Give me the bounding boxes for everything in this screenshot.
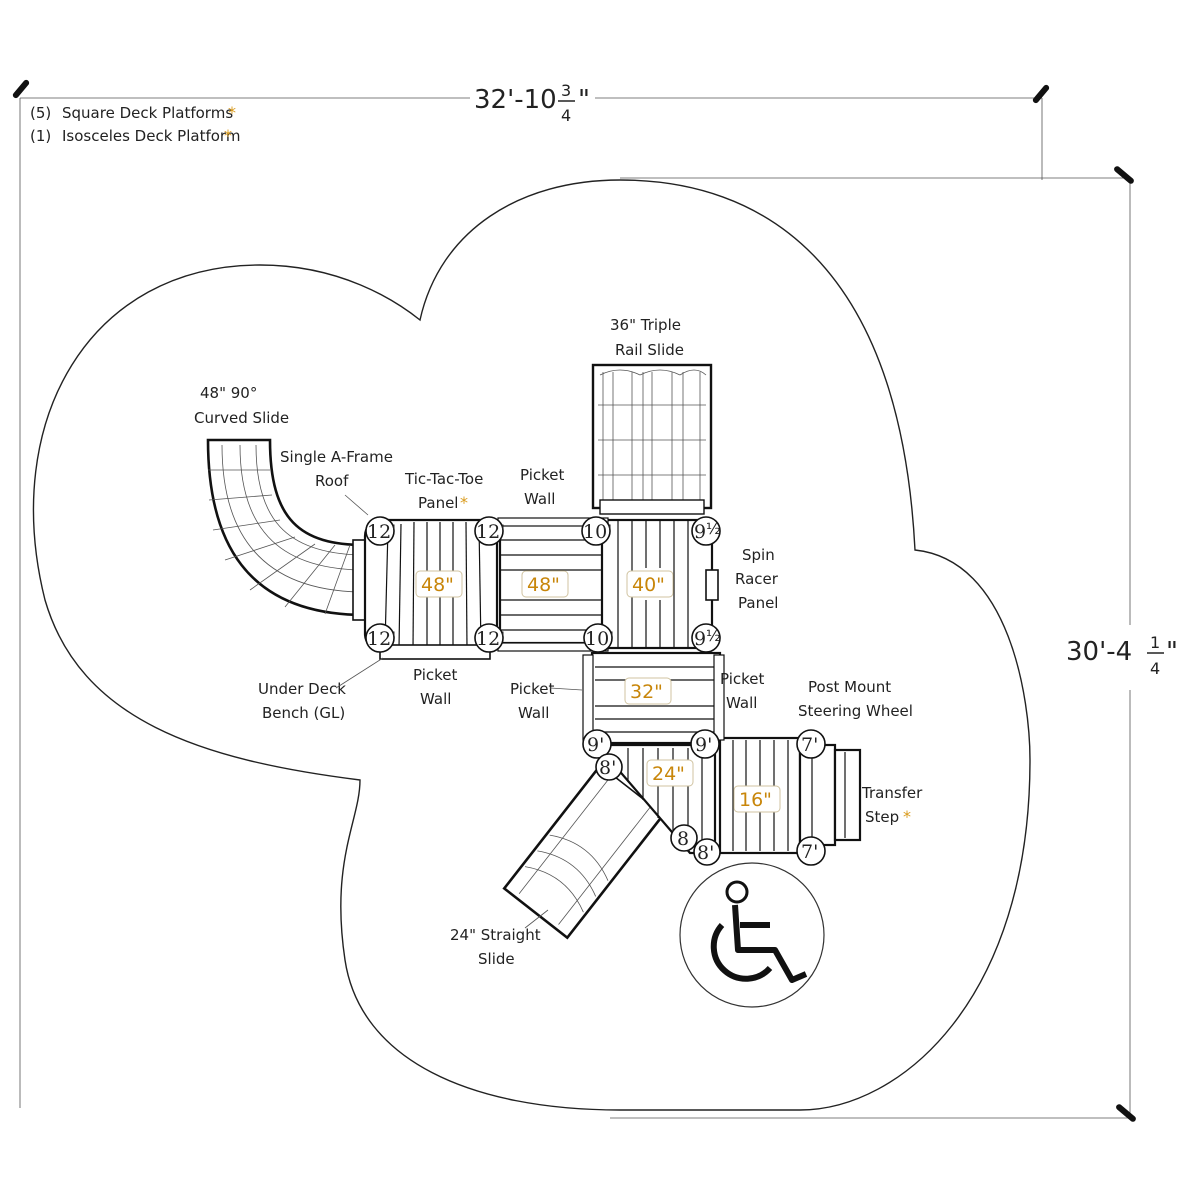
svg-text:Racer: Racer <box>735 570 779 588</box>
posts: 12' 12' 12' 12' 10' 10' 9 ½ 9 ½ 9' 9' 8'… <box>365 516 826 866</box>
width-dim-unit: " <box>578 85 590 115</box>
svg-text:Wall: Wall <box>726 694 757 712</box>
deck-height-1: 48" <box>421 574 454 596</box>
svg-text:Steering Wheel: Steering Wheel <box>798 702 913 720</box>
label-spin-racer: Spin Racer Panel <box>735 546 779 612</box>
post-9half-a-frac: ½ <box>706 520 721 538</box>
post-9half-b: 9 <box>694 628 706 650</box>
svg-text:Single A-Frame: Single A-Frame <box>280 448 393 466</box>
post-10-b: 10' <box>585 628 614 650</box>
svg-text:Panel: Panel <box>418 494 458 512</box>
label-curved-slide: 48" 90° Curved Slide <box>194 384 289 427</box>
deck-height-3: 40" <box>632 574 665 596</box>
post-9half-b-frac: ½ <box>706 627 721 645</box>
post-10-a: 10' <box>583 521 612 543</box>
svg-text:Transfer: Transfer <box>861 784 923 802</box>
tictactoe-star: * <box>460 493 468 512</box>
svg-text:Picket: Picket <box>510 680 555 698</box>
label-triple-slide: 36" Triple Rail Slide <box>610 316 684 359</box>
post-7-b: 7' <box>801 841 818 863</box>
depth-dim-unit: " <box>1166 637 1178 667</box>
svg-text:Curved Slide: Curved Slide <box>194 409 289 427</box>
spin-racer-panel <box>705 569 719 601</box>
use-zone-boundary <box>32 179 1031 1111</box>
post-9-a: 9' <box>587 734 604 756</box>
svg-text:Step: Step <box>865 808 899 826</box>
picket-wall-right <box>713 654 725 741</box>
label-picket-top: Picket Wall <box>520 466 565 508</box>
label-aframe-roof: Single A-Frame Roof <box>280 448 393 516</box>
transfer-step <box>798 743 862 847</box>
label-tictactoe: Tic-Tac-Toe Panel * <box>404 470 483 512</box>
curved-slide <box>206 438 368 621</box>
post-9half-a: 9 <box>694 521 706 543</box>
svg-text:Roof: Roof <box>315 472 349 490</box>
picket-wall-left <box>582 654 594 741</box>
label-steering: Post Mount Steering Wheel <box>798 678 913 720</box>
post-12-d: 12' <box>476 628 505 650</box>
svg-text:Slide: Slide <box>478 950 515 968</box>
svg-text:Bench (GL): Bench (GL) <box>262 704 345 722</box>
deck-height-4: 32" <box>630 681 663 703</box>
post-12-a: 12' <box>367 521 396 543</box>
label-picket-bottom-left: Picket Wall <box>413 666 458 708</box>
post-8-a: 8' <box>599 757 616 779</box>
svg-text:Under Deck: Under Deck <box>258 680 346 698</box>
legend-text-2: Isosceles Deck Platform <box>62 127 240 145</box>
legend-star-1: * <box>228 103 236 122</box>
svg-text:Picket: Picket <box>413 666 458 684</box>
legend: (5) Square Deck Platforms * (1) Isoscele… <box>30 103 240 145</box>
post-12-b: 12' <box>476 521 505 543</box>
post-9-b: 9' <box>695 734 712 756</box>
wheelchair-icon <box>679 862 825 1008</box>
svg-text:Wall: Wall <box>524 490 555 508</box>
depth-dim-whole: 30'-4 <box>1066 637 1132 667</box>
width-dim-whole: 32'-10 <box>474 85 557 115</box>
svg-text:Picket: Picket <box>520 466 565 484</box>
transfer-star: * <box>903 807 911 826</box>
svg-text:Spin: Spin <box>742 546 775 564</box>
depth-dimension: 30'-4 1 4 " <box>610 166 1178 1122</box>
width-dimension: 32'-10 3 4 " <box>12 79 1050 1108</box>
deck-height-6: 16" <box>739 789 772 811</box>
label-picket-bottom-mid: Picket Wall <box>510 680 583 722</box>
svg-text:24" Straight: 24" Straight <box>450 926 541 944</box>
svg-text:Wall: Wall <box>518 704 549 722</box>
svg-text:Post Mount: Post Mount <box>808 678 891 696</box>
svg-text:Tic-Tac-Toe: Tic-Tac-Toe <box>404 470 483 488</box>
post-12-c: 12' <box>367 628 396 650</box>
svg-text:Wall: Wall <box>420 690 451 708</box>
post-8-c: 8' <box>697 842 714 864</box>
width-dim-num: 3 <box>561 81 571 100</box>
legend-count-2: (1) <box>30 127 51 145</box>
svg-text:Rail Slide: Rail Slide <box>615 341 684 359</box>
deck-height-5: 24" <box>652 763 685 785</box>
svg-text:Panel: Panel <box>738 594 778 612</box>
triple-rail-slide <box>591 363 713 515</box>
svg-text:36" Triple: 36" Triple <box>610 316 681 334</box>
legend-star-2: * <box>224 126 232 145</box>
legend-text-1: Square Deck Platforms <box>62 104 233 122</box>
deck-height-2: 48" <box>527 574 560 596</box>
post-7-a: 7' <box>801 734 818 756</box>
label-bench: Under Deck Bench (GL) <box>258 657 384 722</box>
label-transfer: Transfer Step * <box>861 784 923 826</box>
width-dim-den: 4 <box>561 106 571 125</box>
svg-text:48" 90°: 48" 90° <box>200 384 257 402</box>
post-8-b: 8 <box>677 828 689 850</box>
depth-dim-den: 4 <box>1150 659 1160 678</box>
svg-text:Picket: Picket <box>720 670 765 688</box>
label-straight-slide: 24" Straight Slide <box>450 909 549 968</box>
legend-count-1: (5) <box>30 104 51 122</box>
depth-dim-num: 1 <box>1150 633 1160 652</box>
label-picket-right: Picket Wall <box>720 670 765 712</box>
